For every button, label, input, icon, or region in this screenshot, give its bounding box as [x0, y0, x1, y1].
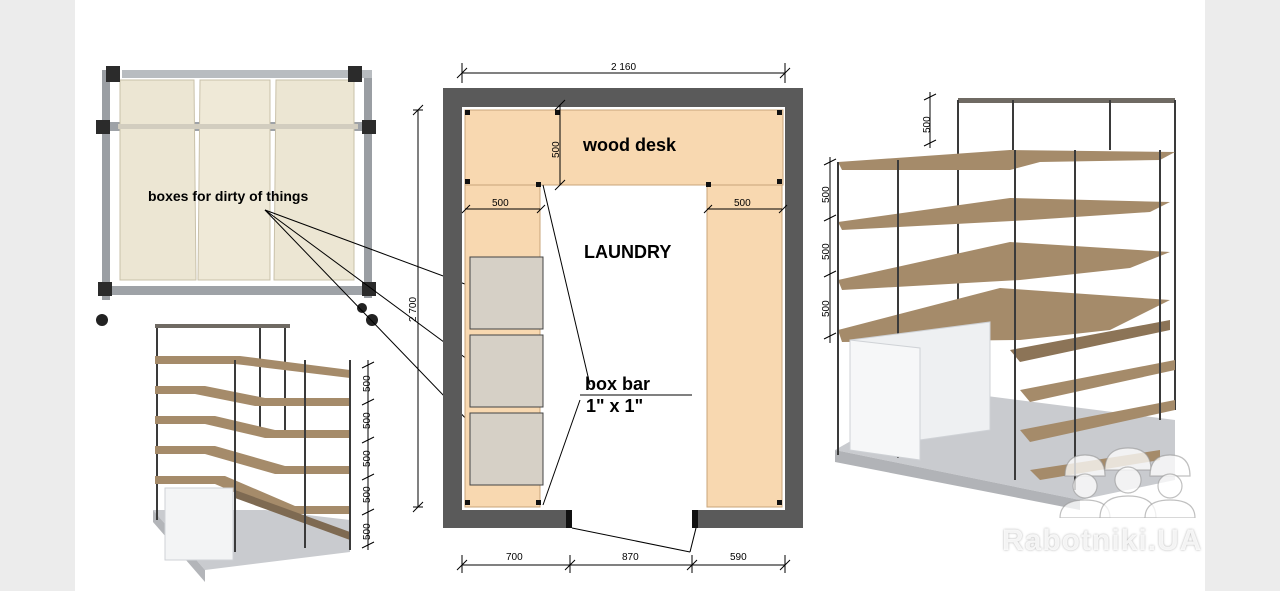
left-shelving-render — [153, 324, 351, 582]
left-dim-3: 500 — [362, 450, 373, 467]
left-dim-4: 500 — [362, 486, 373, 503]
hamper-label: boxes for dirty of things — [148, 188, 309, 204]
right-dim-top: 500 — [922, 116, 933, 133]
room-label: LAUNDRY — [584, 242, 672, 262]
right-render-dimension-chain — [823, 157, 837, 343]
floor-plan — [412, 63, 803, 573]
dim-total-height: 2 700 — [408, 296, 419, 322]
bar-label-line2: 1" x 1" — [586, 396, 644, 416]
dim-left-shelf: 500 — [492, 198, 509, 209]
watermark-text: Rabotniki.UA — [1002, 524, 1203, 557]
right-dim-1: 500 — [821, 186, 832, 203]
left-dim-2: 500 — [362, 412, 373, 429]
right-render-top-dimension — [923, 92, 937, 148]
hardhat-workers-logo-icon — [1059, 447, 1196, 518]
left-dim-1: 500 — [362, 375, 373, 392]
left-dim-5: 500 — [362, 523, 373, 540]
box-3 — [469, 412, 544, 486]
right-shelf-area — [706, 184, 783, 508]
desk-label: wood desk — [583, 135, 677, 155]
dim-door-width: 870 — [622, 552, 639, 563]
dim-bottom-left: 700 — [506, 552, 523, 563]
left-render-dimension-chain — [361, 360, 375, 550]
dim-total-width: 2 160 — [611, 62, 637, 73]
dim-bottom-right: 590 — [730, 552, 747, 563]
right-dim-2: 500 — [821, 243, 832, 260]
dim-right-shelf: 500 — [734, 198, 751, 209]
bar-label-line1: box bar — [585, 374, 651, 394]
dim-desk-depth: 500 — [551, 141, 562, 158]
right-dim-3: 500 — [821, 300, 832, 317]
box-2 — [469, 334, 544, 408]
wood-desk-area — [464, 109, 784, 186]
box-1 — [469, 256, 544, 330]
